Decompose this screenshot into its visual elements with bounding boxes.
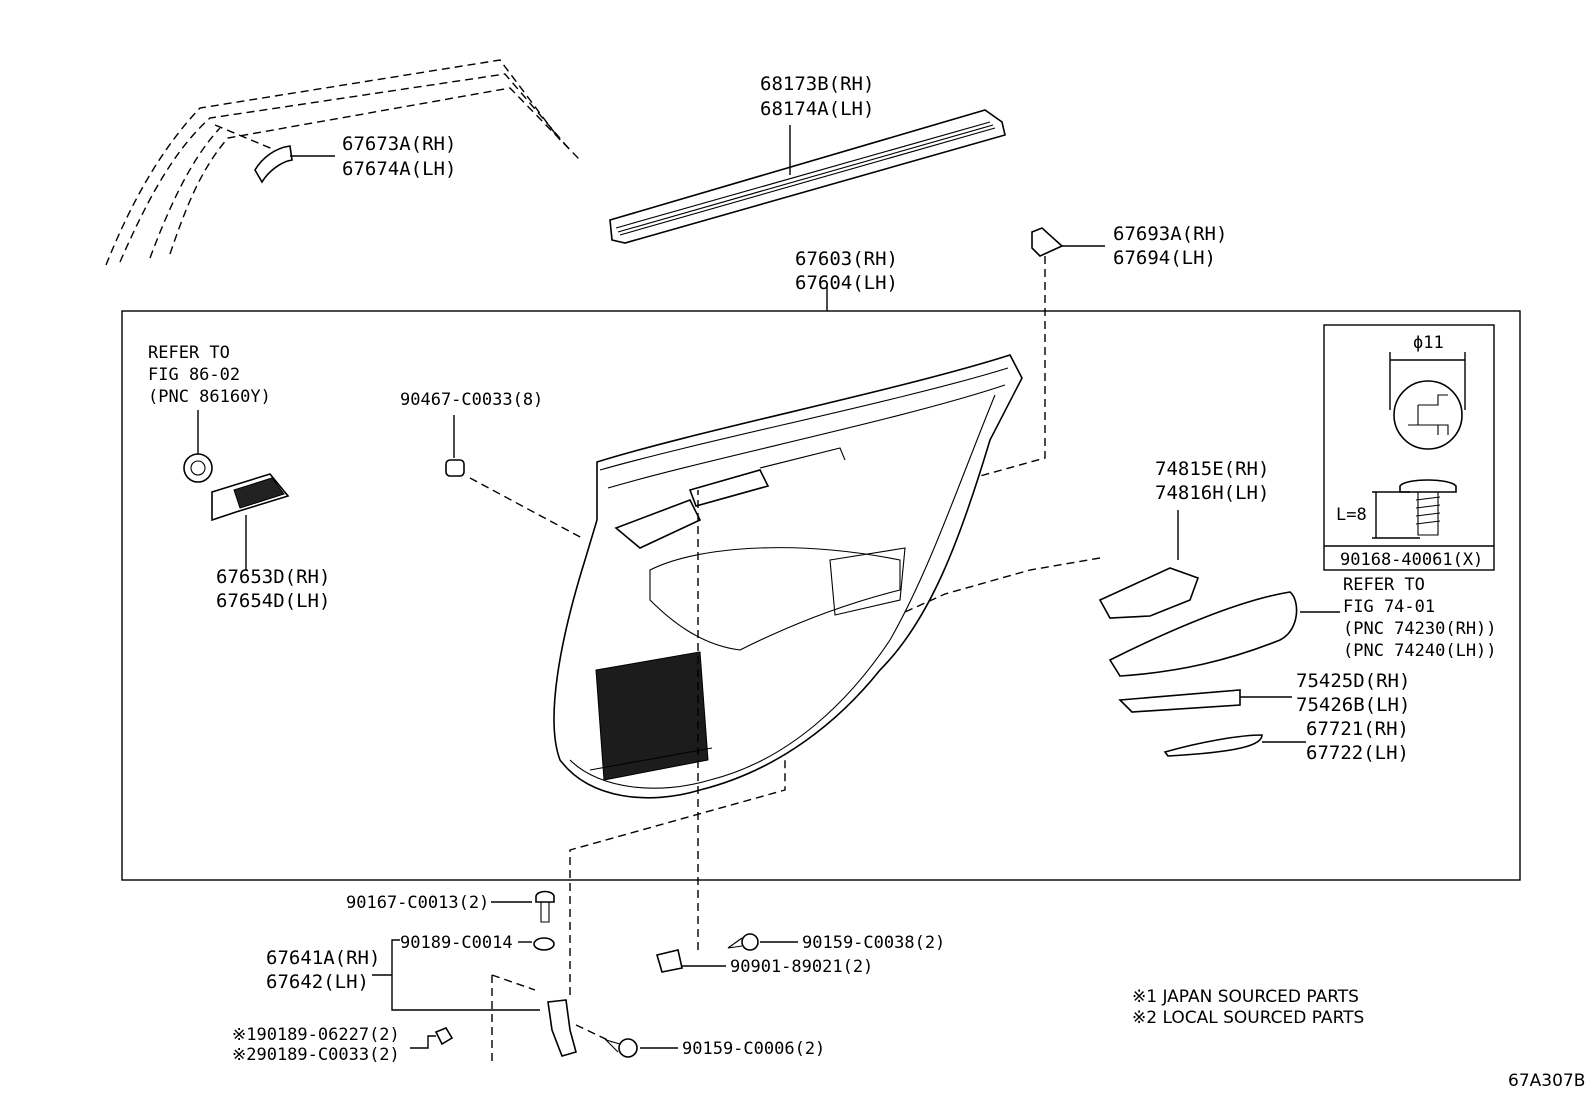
- refer-armrest-line4: (PNC 74240(LH)): [1343, 641, 1497, 661]
- door-trim-assembly-box: [121, 310, 1521, 881]
- cap-label: 90189-C0014: [400, 933, 513, 953]
- refer-armrest-line1: REFER TO: [1343, 575, 1425, 595]
- bracket-label-rh: 67641A(RH): [266, 947, 380, 969]
- ornament-part: [1118, 689, 1292, 713]
- figure-code: 67A307B: [1508, 1071, 1585, 1091]
- refer-armrest-line2: FIG 74-01: [1343, 597, 1435, 617]
- screw-length-label: L=8: [1336, 505, 1367, 525]
- speaker-grille-label-lh: 67654D(LH): [216, 590, 330, 612]
- cushion-part: [655, 490, 726, 973]
- cap-part: [518, 937, 555, 951]
- clip-label: 90467-C0033(8): [400, 390, 543, 410]
- ornament-label-lh: 75426B(LH): [1296, 694, 1410, 716]
- screw-1-label: 90167-C0013(2): [346, 893, 489, 913]
- belt-molding-part: [609, 109, 1006, 244]
- screw-diameter-label: ϕ11: [1413, 333, 1444, 353]
- pad-label-rh: 67721(RH): [1306, 718, 1409, 740]
- speaker-grille-label-rh: 67653D(RH): [216, 566, 330, 588]
- screw-3-part: [575, 1024, 678, 1058]
- corner-cover-label-lh: 67674A(LH): [342, 158, 456, 180]
- corner-cover-part: [254, 145, 335, 184]
- refer-armrest-line3: (PNC 74230(RH)): [1343, 619, 1497, 639]
- door-trim-label-lh: 67604(LH): [795, 272, 898, 294]
- refer-speaker-line1: REFER TO: [148, 343, 230, 363]
- note-japan-sourced: ※1 JAPAN SOURCED PARTS: [1132, 987, 1359, 1007]
- panel-cover-label-lh: 67694(LH): [1113, 247, 1216, 269]
- screw-2-label: 90159-C0038(2): [802, 933, 945, 953]
- screw-detail-part-label: 90168-40061(X): [1340, 550, 1483, 570]
- pull-handle-label-rh: 74815E(RH): [1155, 458, 1269, 480]
- screw-2-part: [727, 933, 798, 951]
- pull-handle-base-part: [904, 510, 1200, 619]
- note-local-sourced: ※2 LOCAL SOURCED PARTS: [1132, 1008, 1364, 1028]
- speaker-clip-part: [183, 410, 213, 483]
- belt-molding-label-rh: 68173B(RH): [760, 73, 874, 95]
- pull-handle-label-lh: 74816H(LH): [1155, 482, 1269, 504]
- sourced-part-1-label: ※190189-06227(2): [232, 1025, 400, 1045]
- sourced-part-2-label: ※290189-C0033(2): [232, 1045, 400, 1065]
- belt-molding-label-lh: 68174A(LH): [760, 98, 874, 120]
- screw-3-label: 90159-C0006(2): [682, 1039, 825, 1059]
- bracket-label-lh: 67642(LH): [266, 971, 369, 993]
- door-trim-label-rh: 67603(RH): [795, 248, 898, 270]
- pad-label-lh: 67722(LH): [1306, 742, 1409, 764]
- ornament-label-rh: 75425D(RH): [1296, 670, 1410, 692]
- armrest-part: [1108, 591, 1340, 677]
- speaker-grille-part: [211, 473, 290, 570]
- pad-part: [1163, 734, 1306, 757]
- refer-speaker-line3: (PNC 86160Y): [148, 387, 271, 407]
- cushion-label: 90901-89021(2): [730, 957, 873, 977]
- door-frame-outline: [105, 59, 581, 266]
- screw-1-part: [491, 890, 555, 923]
- clip-part: [445, 415, 583, 539]
- clip-small-part: [410, 1027, 454, 1049]
- screw-detail-box: [1323, 324, 1495, 571]
- bracket-part: [372, 939, 577, 1062]
- refer-speaker-line2: FIG 86-02: [148, 365, 240, 385]
- panel-cover-label-rh: 67693A(RH): [1113, 223, 1227, 245]
- corner-cover-label-rh: 67673A(RH): [342, 133, 456, 155]
- door-trim-panel-part: [553, 354, 1023, 799]
